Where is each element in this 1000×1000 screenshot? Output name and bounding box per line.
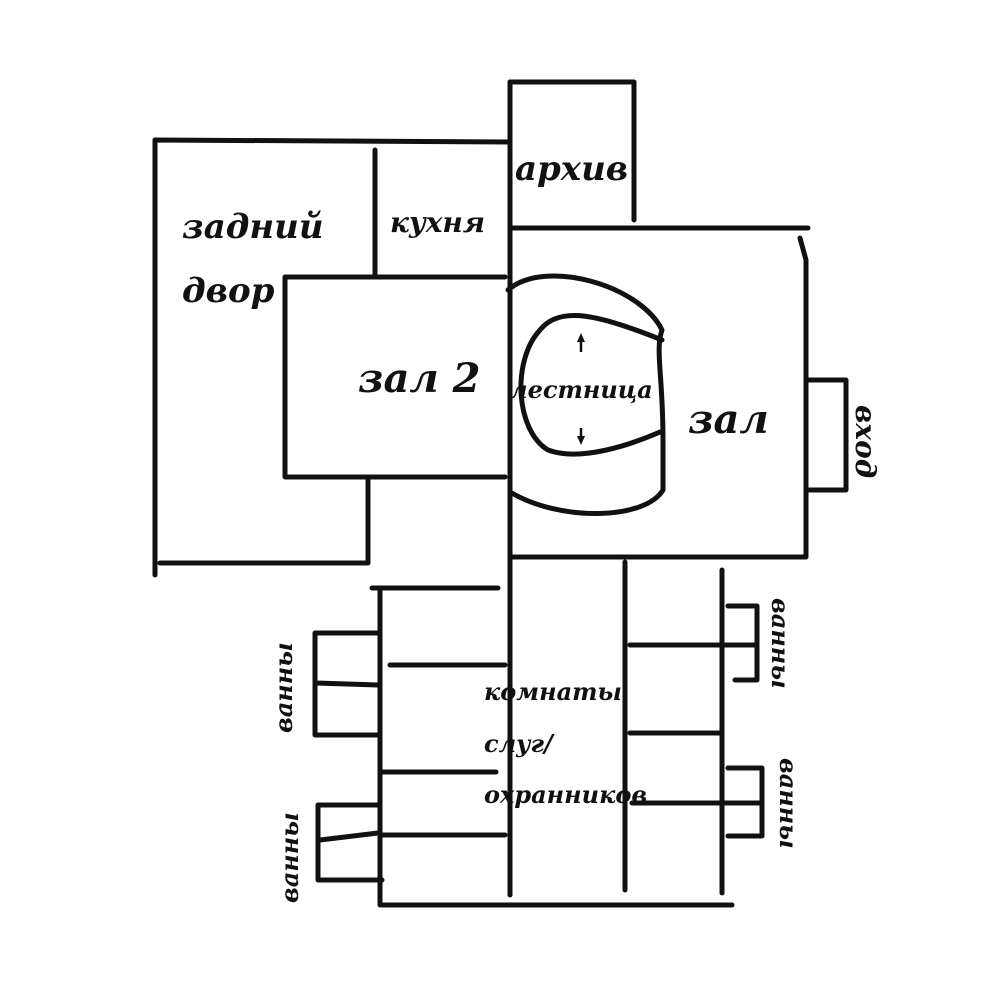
right-baths-bottom-wall [725,765,765,839]
left-baths-top-wall [312,630,383,738]
servants-label-line1: комнаты [484,677,622,706]
archive-wall [507,79,637,223]
back-yard-label-line1: задний [182,207,324,247]
baths-left-top-label: ванны [269,642,298,733]
stairs-down-arrowhead [577,436,585,445]
entrance-wall [803,377,849,493]
left-baths-bottom-wall [315,802,385,883]
stairs-label: лестница [510,375,653,404]
servants-label-line3: охранников [484,780,647,809]
hall-label: зал [688,396,769,443]
left-servant-wall [369,585,508,908]
staircase-inner-arc [518,313,665,457]
walls [152,79,849,908]
right-baths-top-wall [722,603,760,683]
back-yard-label-line2: двор [182,271,275,311]
stairs-up-arrowhead [577,333,585,342]
baths-right-bottom-label: ванны [774,758,803,849]
hall2-label: зал 2 [358,355,480,402]
staircase [505,273,666,516]
kitchen-label: кухня [390,206,485,239]
baths-left-bottom-label: ванны [275,812,304,903]
right-servant-wall [622,559,731,896]
baths-right-top-label: ванны [766,598,795,689]
back-yard-bottom-wall [157,475,371,566]
room-labels: задний двор кухня архив зал 2 лестница з… [182,149,882,903]
hall-wall [509,225,811,560]
entrance-label: вход [849,405,882,478]
staircase-outer-arc [505,273,666,516]
servants-label-line2: слуг/ [484,729,555,758]
archive-label: архив [515,149,628,189]
back-yard-wall [152,137,513,578]
hall2-wall [282,274,508,480]
